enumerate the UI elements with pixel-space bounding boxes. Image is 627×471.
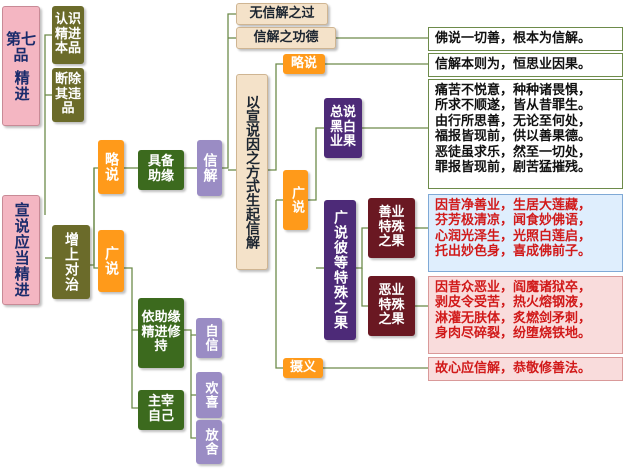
node-summary: 摄义 [283,358,323,378]
node-remove-label: 断除其违品 [54,71,81,117]
node-brief-b-label: 略说 [290,55,317,71]
text-overall-line: 由行所思善，无论至何处， [435,113,592,129]
node-evil-karma: 恶业特殊之果 [368,276,415,336]
chapter-title-box: 第七品 精进 [2,6,40,126]
text-overall-line: 所求不顺遂，皆从昔罪生。 [435,98,592,114]
node-remove: 断除其违品 [52,68,84,122]
node-joy-label: 欢喜 [202,381,218,409]
node-summary-label: 摄义 [289,359,316,375]
text-merit: 佛说一切善，根本为信解。 [428,27,623,51]
node-should-diligent-label: 宣说应当精进 [12,202,31,298]
node-joy: 欢喜 [196,372,222,418]
text-overall-line: 福报皆现前，供以善果德。 [435,129,592,145]
chapter-name: 精进 [12,69,31,102]
node-evil-karma-label: 恶业特殊之果 [378,282,405,328]
node-detailed-label: 广说彼等特殊之果 [332,210,349,330]
node-brief-b: 略说 [283,54,325,74]
text-evil-karma: 因昔众恶业，阎魔诸狱卒， 剥皮令受苦，热火熔钢液， 淋灌无肤体，炙燃剑矛刺， 身… [428,276,623,354]
node-master: 主宰自己 [138,390,184,430]
text-overall: 痛苦不悦意，种种诸畏惧， 所求不顺遂，皆从昔罪生。 由行所思善，无论至何处， 福… [428,79,623,189]
node-good-karma-label: 善业特殊之果 [378,204,405,250]
text-summary-line: 故心应信解，恭敬修善法。 [435,361,592,376]
text-good-line: 因昔净善业，生居大莲藏， [435,198,592,213]
node-let-go: 放舍 [196,420,222,464]
text-overall-line: 痛苦不悦意，种种诸畏惧， [435,83,592,98]
text-overall-line: 恶徒虽求乐，然至一切处， [435,144,592,160]
text-evil-line: 因昔众恶业，阎魔诸狱卒， [435,280,592,295]
node-increase: 增上对治 [52,225,90,299]
text-brief: 信解本则为，恒思业因果。 [428,53,623,77]
node-let-go-label: 放舍 [202,428,218,456]
text-evil-line: 淋灌无肤体，炙燃剑矛刺， [435,310,592,326]
node-overall-label: 总说黑白业果 [329,104,356,150]
node-overall: 总说黑白业果 [324,98,362,158]
node-faith-label: 信解 [201,153,218,183]
node-good-karma: 善业特殊之果 [368,198,415,258]
node-faith-merit: 信解之功德 [236,27,336,49]
node-no-faith-fault: 无信解之过 [236,3,328,25]
node-faith-merit-label: 信解之功德 [253,29,319,45]
text-brief-line: 信解本则为，恒思业因果。 [435,57,592,72]
text-summary: 故心应信解，恭敬修善法。 [428,357,623,381]
node-self-confidence-label: 自信 [202,324,218,352]
text-good-line: 托出妙色身，喜成佛前子。 [435,244,592,260]
node-brief-a-label: 略说 [103,152,120,182]
node-should-diligent: 宣说应当精进 [2,195,40,305]
node-broad-b: 广说 [283,170,308,230]
text-good-line: 心润光泽生，光照白莲启， [435,228,592,244]
text-good-line: 芬芳极清凉，闻食妙佛语， [435,213,592,229]
node-recognize: 认识精进本品 [52,6,84,64]
text-overall-line: 罪报皆现前，剧苦猛摧残。 [435,160,592,176]
text-evil-line: 身肉尽碎裂，纷堕烧铁地。 [435,326,592,342]
node-brief-a: 略说 [98,140,124,194]
text-evil-line: 剥皮令受苦，热火熔钢液， [435,295,592,311]
node-prepare: 具备助缘 [138,150,184,190]
node-recognize-label: 认识精进本品 [54,11,81,57]
node-broad-a-label: 广说 [103,246,120,276]
node-aux-label: 依助缘精进修持 [141,309,181,355]
node-master-label: 主宰自己 [147,394,174,424]
node-method: 以宣说因之方式生起信解 [236,74,268,270]
node-prepare-label: 具备助缘 [147,154,174,184]
node-faith: 信解 [197,140,222,196]
node-broad-a: 广说 [98,230,124,292]
text-good-karma: 因昔净善业，生居大莲藏， 芬芳极清凉，闻食妙佛语， 心润光泽生，光照白莲启， 托… [428,194,623,272]
node-method-label: 以宣说因之方式生起信解 [244,95,261,249]
chapter-number: 第七品 [5,29,36,64]
node-no-faith-fault-label: 无信解之过 [249,5,315,21]
node-detailed: 广说彼等特殊之果 [324,200,356,340]
node-increase-label: 增上对治 [63,232,80,292]
node-broad-b-label: 广说 [288,186,304,214]
node-self-confidence: 自信 [196,318,222,358]
node-aux: 依助缘精进修持 [138,298,184,368]
text-merit-line: 佛说一切善，根本为信解。 [435,31,592,46]
